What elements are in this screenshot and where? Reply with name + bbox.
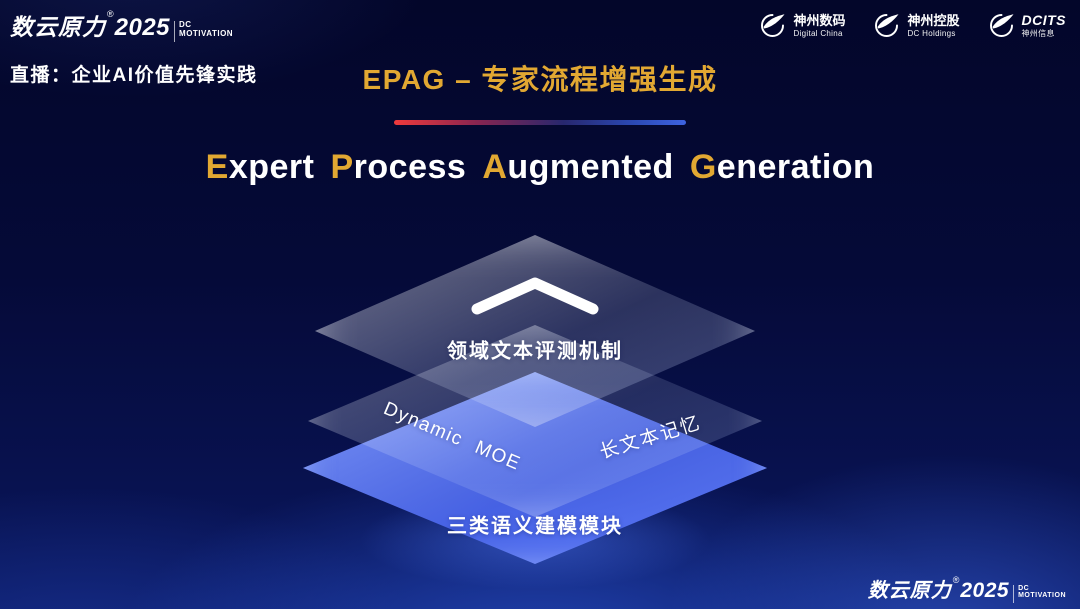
partner-name: 神州数码 (793, 12, 846, 28)
subtitle-word: Process (330, 148, 466, 186)
partner-subname: DC Holdings (907, 28, 956, 38)
subtitle-word-rest: xpert (228, 148, 315, 186)
subtitle-word: Generation (690, 148, 875, 186)
brand-registered-mark: ® (952, 575, 960, 585)
brand-tag-motivation: MOTIVATION (1018, 592, 1066, 600)
brand-year: 2025 (960, 579, 1010, 602)
subtitle-word-rest: ugmented (507, 148, 674, 186)
partner-name: 神州控股 (907, 12, 960, 28)
brand-registered-mark: ® (107, 9, 114, 19)
subtitle-word-cap: E (205, 148, 229, 186)
partner-logos: 神州数码 Digital China 神州控股 DC Holdings DCIT… (759, 12, 1066, 39)
dcits-swoosh-circle-icon (988, 12, 1015, 39)
subtitle-word-cap: G (689, 148, 717, 186)
subtitle-word-rest: rocess (353, 148, 467, 186)
partner-dc-holdings: 神州控股 DC Holdings (873, 12, 960, 39)
brand-tagline: DC MOTIVATION (1013, 584, 1066, 603)
partner-text: DCITS 神州信息 (1022, 12, 1067, 38)
subtitle-word-rest: eneration (716, 148, 875, 186)
brand-tag-dc: DC (179, 20, 192, 30)
subtitle-word-cap: A (482, 148, 508, 186)
partner-subname: Digital China (793, 28, 843, 38)
gradient-divider (394, 120, 686, 125)
chevron-up-icon (465, 271, 605, 321)
brand-name: 数云原力 (10, 14, 106, 40)
brand-logo-header: 数云原力 ® 2025 DC MOTIVATION (10, 8, 233, 42)
top-layer-label: 领域文本评测机制 (447, 340, 623, 363)
brand-name: 数云原力 (867, 580, 952, 602)
partner-text: 神州数码 Digital China (793, 13, 845, 38)
subtitle-word: Augmented (482, 148, 674, 186)
brand-tagline: DC MOTIVATION (174, 21, 233, 42)
brand-tag-motivation: MOTIVATION (179, 29, 234, 39)
subtitle: Expert Process Augmented Generation (0, 148, 1080, 187)
live-caption: 直播：企业AI价值先锋实践 (10, 65, 258, 86)
partner-digital-china: 神州数码 Digital China (759, 12, 845, 39)
subtitle-word: Expert (206, 148, 315, 186)
brand-year: 2025 (114, 14, 171, 41)
partner-name: DCITS (1021, 12, 1066, 29)
brand-logo-footer: 数云原力 ® 2025 DC MOTIVATION (868, 574, 1066, 603)
partner-text: 神州控股 DC Holdings (907, 13, 959, 38)
digital-china-swoosh-circle-icon (759, 12, 786, 39)
bottom-layer-label: 三类语义建模模块 (447, 515, 623, 538)
subtitle-word-cap: P (330, 148, 354, 186)
partner-dcits: DCITS 神州信息 (988, 12, 1067, 39)
brand-tag-dc: DC (1018, 584, 1030, 592)
dc-holdings-swoosh-circle-icon (873, 12, 900, 39)
page-title: EPAG – 专家流程增强生成 (362, 64, 718, 95)
partner-subname: 神州信息 (1021, 29, 1055, 39)
